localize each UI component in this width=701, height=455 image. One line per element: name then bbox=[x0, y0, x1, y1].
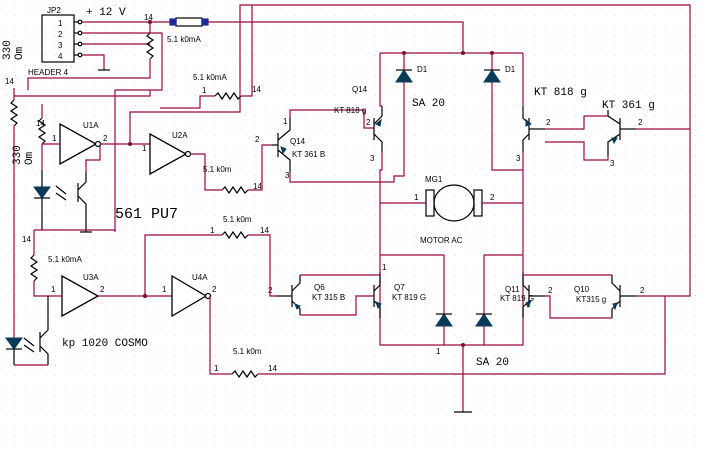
svg-text:2: 2 bbox=[640, 286, 645, 295]
fuse bbox=[169, 17, 209, 27]
header-jp2: JP2 1 2 3 4 HEADER 4 bbox=[28, 6, 83, 77]
diode-d1-left-label: D1 bbox=[417, 65, 428, 74]
svg-text:2: 2 bbox=[546, 118, 551, 127]
q7-ref: Q7 bbox=[394, 283, 405, 292]
transistor-right-kt818 bbox=[522, 106, 545, 152]
svg-text:2: 2 bbox=[100, 285, 105, 294]
svg-text:14: 14 bbox=[5, 77, 14, 86]
resistor-330-mid-unit: Om bbox=[24, 151, 36, 165]
resistor-330-top-value: 330 bbox=[2, 40, 14, 60]
q6-ref: Q6 bbox=[314, 283, 325, 292]
diode-d1-left bbox=[380, 53, 413, 183]
svg-text:1: 1 bbox=[436, 347, 441, 356]
gate-u2a-label: U2A bbox=[172, 131, 188, 140]
transistor-q11 bbox=[522, 272, 545, 318]
transistor-q6 bbox=[276, 275, 301, 315]
right-mid-type: KT 361 g bbox=[602, 100, 655, 112]
transistor-q14-kt361 bbox=[272, 118, 291, 172]
q11-ref: Q11 bbox=[505, 285, 520, 294]
resistor-u4-label: 5.1 k0m bbox=[233, 347, 262, 356]
svg-text:14: 14 bbox=[268, 364, 277, 373]
diode-d1-right bbox=[483, 53, 523, 171]
supply-label: + 12 V bbox=[86, 7, 126, 19]
svg-text:2: 2 bbox=[366, 118, 371, 127]
q14-top-ref: Q14 bbox=[352, 85, 368, 94]
diode-bottom-left bbox=[435, 255, 453, 345]
gate-u3a-label: U3A bbox=[83, 273, 99, 282]
led-top bbox=[33, 170, 87, 232]
svg-text:14: 14 bbox=[260, 226, 269, 235]
diode-d1-right-label: D1 bbox=[505, 65, 516, 74]
header-ref: JP2 bbox=[47, 6, 61, 15]
svg-text:2: 2 bbox=[638, 118, 643, 127]
motor-mg1 bbox=[425, 184, 483, 222]
svg-text:3: 3 bbox=[610, 159, 615, 168]
motor-ref: MG1 bbox=[425, 175, 443, 184]
diode-bottom-right bbox=[475, 255, 493, 345]
diode-top-pair-label: SA 20 bbox=[412, 98, 445, 110]
svg-text:14: 14 bbox=[36, 119, 45, 128]
svg-text:1: 1 bbox=[210, 226, 215, 235]
resistor-u1-label: 5.1 k0mA bbox=[193, 73, 227, 82]
q14-top-type: KT 818 g bbox=[334, 106, 366, 115]
svg-text:3: 3 bbox=[285, 171, 290, 180]
svg-text:3: 3 bbox=[516, 154, 521, 163]
q6-type: KT 315 B bbox=[312, 293, 345, 302]
svg-text:2: 2 bbox=[212, 285, 217, 294]
gate-u4a: U4A 1 2 bbox=[162, 273, 217, 318]
svg-text:2: 2 bbox=[548, 286, 553, 295]
svg-text:2: 2 bbox=[103, 134, 108, 143]
right-top-type: KT 818 g bbox=[534, 87, 587, 99]
resistor-u2-label: 5.1 k0m bbox=[203, 165, 232, 174]
q11-type: KT 819 G bbox=[500, 294, 534, 303]
svg-text:1: 1 bbox=[162, 285, 167, 294]
header-pin-1: 1 bbox=[58, 19, 63, 28]
svg-text:2: 2 bbox=[490, 193, 495, 202]
svg-text:1: 1 bbox=[52, 134, 57, 143]
svg-text:3: 3 bbox=[370, 154, 375, 163]
grid-dots bbox=[5, 5, 696, 446]
svg-text:1: 1 bbox=[283, 117, 288, 126]
q7-type: KT 819 G bbox=[392, 293, 426, 302]
gate-u2a: U2A 1 bbox=[142, 131, 192, 176]
optocoupler-label: kp 1020 COSMO bbox=[62, 338, 148, 350]
gate-u1a-label: U1A bbox=[83, 121, 99, 130]
diode-bottom-pair-label: SA 20 bbox=[476, 357, 509, 369]
header-pin-2: 2 bbox=[58, 30, 63, 39]
resistor-u3-label: 5.1 k0mA bbox=[48, 255, 82, 264]
fuse-resistor-label: 5.1 k0mA bbox=[167, 35, 201, 44]
svg-text:1: 1 bbox=[382, 263, 387, 272]
svg-text:14: 14 bbox=[144, 13, 153, 22]
svg-text:2: 2 bbox=[255, 135, 260, 144]
svg-text:1: 1 bbox=[202, 86, 207, 95]
transistor-q14-kt818 bbox=[373, 106, 383, 152]
transistor-right-kt361 bbox=[607, 110, 636, 156]
header-name: HEADER 4 bbox=[28, 68, 69, 77]
resistor-q6-label: 5.1 k0m bbox=[223, 215, 252, 224]
svg-text:14: 14 bbox=[22, 235, 31, 244]
transistor-q10 bbox=[611, 275, 636, 318]
svg-text:14: 14 bbox=[252, 85, 261, 94]
q14-mid-ref: Q14 bbox=[290, 137, 306, 146]
header-pin-4: 4 bbox=[58, 52, 63, 61]
svg-text:1: 1 bbox=[414, 193, 419, 202]
gate-u3a: U3A 1 2 bbox=[51, 273, 105, 318]
resistor-330-top-unit: Om bbox=[14, 46, 26, 60]
q10-ref: Q10 bbox=[574, 285, 590, 294]
resistor-330-mid-value: 330 bbox=[12, 145, 24, 165]
svg-text:1: 1 bbox=[214, 364, 219, 373]
gate-u4a-label: U4A bbox=[192, 273, 208, 282]
transistor-q7 bbox=[373, 272, 382, 318]
q10-type: KT315 g bbox=[576, 295, 606, 304]
svg-text:1: 1 bbox=[51, 285, 56, 294]
svg-text:14: 14 bbox=[253, 182, 262, 191]
q14-mid-type: KT 361 B bbox=[292, 150, 325, 159]
header-pin-3: 3 bbox=[58, 41, 63, 50]
motor-name: MOTOR AC bbox=[420, 236, 463, 245]
led-bottom bbox=[5, 296, 49, 365]
svg-text:1: 1 bbox=[142, 144, 147, 153]
ic-label: 561 PU7 bbox=[115, 206, 178, 223]
